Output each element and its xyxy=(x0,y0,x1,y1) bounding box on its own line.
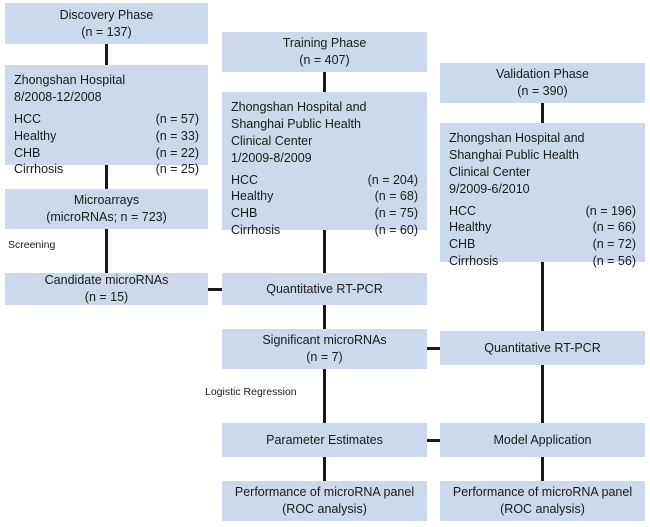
connector-significant-to-validation-rtpcr xyxy=(427,347,440,350)
validation-group-cirrhosis: Cirrhosis (n = 56) xyxy=(449,253,636,270)
connector-validation-phase-to-cohort xyxy=(541,103,544,123)
training-group-cirrhosis-label: Cirrhosis xyxy=(231,223,281,238)
node-training-performance: Performance of microRNA panel (ROC analy… xyxy=(222,481,427,521)
discovery-group-healthy: Healthy (n = 33) xyxy=(14,128,199,145)
validation-group-chb-label: CHB xyxy=(449,237,476,252)
candidate-micrornas-title: Candidate microRNAs xyxy=(44,273,169,288)
connector-validation-cohort-to-rtpcr xyxy=(541,262,544,331)
node-significant-micrornas: Significant microRNAs (n = 7) xyxy=(222,329,427,369)
discovery-site-line1: Zhongshan Hospital xyxy=(14,73,126,87)
node-validation-performance: Performance of microRNA panel (ROC analy… xyxy=(440,481,645,521)
discovery-group-healthy-count: (n = 33) xyxy=(155,128,199,143)
validation-group-healthy-label: Healthy xyxy=(449,220,492,235)
connector-training-rtpcr-to-significant xyxy=(323,305,326,329)
training-performance-subtitle: (ROC analysis) xyxy=(282,502,367,516)
discovery-group-chb-label: CHB xyxy=(14,145,41,160)
connector-parameter-estimates-to-performance xyxy=(323,457,326,481)
connector-validation-rtpcr-to-model-application xyxy=(541,365,544,423)
training-group-healthy: Healthy (n = 68) xyxy=(231,188,418,205)
microarrays-title: Microarrays xyxy=(73,193,140,208)
training-site-line2: Shanghai Public Health xyxy=(231,116,361,131)
validation-group-cirrhosis-count: (n = 56) xyxy=(592,254,636,269)
validation-group-cirrhosis-label: Cirrhosis xyxy=(449,254,499,269)
validation-group-hcc: HCC (n = 196) xyxy=(449,203,636,220)
training-group-chb: CHB (n = 75) xyxy=(231,205,418,222)
node-discovery-cohort: Zhongshan Hospital 8/2008-12/2008 HCC (n… xyxy=(5,65,208,176)
connector-training-cohort-to-rtpcr xyxy=(323,230,326,273)
discovery-group-chb-count: (n = 22) xyxy=(155,145,199,160)
validation-performance-subtitle: (ROC analysis) xyxy=(500,502,585,516)
training-group-hcc: HCC (n = 204) xyxy=(231,172,418,189)
validation-site-line3: Clinical Center xyxy=(449,164,531,179)
training-dates: 1/2009-8/2009 xyxy=(231,150,312,165)
connector-significant-to-parameter-estimates xyxy=(323,369,326,423)
discovery-phase-count: (n = 137) xyxy=(81,24,132,39)
node-parameter-estimates: Parameter Estimates xyxy=(222,423,427,457)
connector-microarrays-to-candidates xyxy=(105,229,108,273)
node-discovery-phase: Discovery Phase (n = 137) xyxy=(5,3,208,44)
training-group-hcc-count: (n = 204) xyxy=(367,172,418,187)
validation-dates: 9/2009-6/2010 xyxy=(449,181,530,196)
significant-micrornas-count: (n = 7) xyxy=(306,350,343,364)
discovery-group-hcc: HCC (n = 57) xyxy=(14,111,199,128)
discovery-group-cirrhosis-count: (n = 25) xyxy=(155,162,199,177)
node-model-application: Model Application xyxy=(440,423,645,457)
node-validation-cohort: Zhongshan Hospital and Shanghai Public H… xyxy=(440,123,645,268)
validation-rtpcr-title: Quantitative RT-PCR xyxy=(484,340,601,355)
discovery-group-cirrhosis: Cirrhosis (n = 25) xyxy=(14,161,199,178)
training-group-cirrhosis-count: (n = 60) xyxy=(374,223,418,238)
discovery-phase-title: Discovery Phase xyxy=(59,7,154,22)
node-microarrays: Microarrays (microRNAs; n = 723) xyxy=(5,189,208,229)
validation-site-line1: Zhongshan Hospital and xyxy=(449,131,585,145)
node-training-quantitative-rtpcr: Quantitative RT-PCR xyxy=(222,273,427,305)
validation-group-healthy-count: (n = 66) xyxy=(592,220,636,235)
training-rtpcr-title: Quantitative RT-PCR xyxy=(266,281,383,296)
discovery-group-cirrhosis-label: Cirrhosis xyxy=(14,162,64,177)
connector-candidates-to-training-rtpcr xyxy=(208,288,222,291)
node-candidate-micrornas: Candidate microRNAs (n = 15) xyxy=(5,273,208,305)
discovery-group-healthy-label: Healthy xyxy=(14,128,57,143)
step-label-screening: Screening xyxy=(8,239,56,251)
training-group-chb-count: (n = 75) xyxy=(374,206,418,221)
node-validation-phase: Validation Phase (n = 390) xyxy=(440,63,645,103)
connector-parameter-estimates-to-model-application xyxy=(427,439,440,442)
connector-discovery-phase-to-cohort xyxy=(105,44,108,65)
validation-group-chb: CHB (n = 72) xyxy=(449,236,636,253)
training-group-chb-label: CHB xyxy=(231,206,258,221)
connector-discovery-cohort-to-microarrays xyxy=(105,165,108,189)
parameter-estimates-title: Parameter Estimates xyxy=(266,432,383,447)
validation-group-hcc-label: HCC xyxy=(449,203,477,218)
discovery-group-hcc-count: (n = 57) xyxy=(155,111,199,126)
node-validation-quantitative-rtpcr: Quantitative RT-PCR xyxy=(440,331,645,365)
connector-training-phase-to-cohort xyxy=(323,72,326,92)
training-performance-title: Performance of microRNA panel xyxy=(234,485,415,500)
validation-group-chb-count: (n = 72) xyxy=(592,237,636,252)
validation-performance-title: Performance of microRNA panel xyxy=(452,485,633,500)
training-group-healthy-label: Healthy xyxy=(231,189,274,204)
discovery-group-chb: CHB (n = 22) xyxy=(14,145,199,162)
validation-site-line2: Shanghai Public Health xyxy=(449,147,579,162)
discovery-group-hcc-label: HCC xyxy=(14,111,42,126)
training-phase-count: (n = 407) xyxy=(299,53,350,67)
validation-group-healthy: Healthy (n = 66) xyxy=(449,219,636,236)
training-phase-title: Training Phase xyxy=(282,36,367,51)
training-group-healthy-count: (n = 68) xyxy=(374,189,418,204)
candidate-micrornas-count: (n = 15) xyxy=(84,290,129,304)
node-training-cohort: Zhongshan Hospital and Shanghai Public H… xyxy=(222,92,427,237)
training-group-cirrhosis: Cirrhosis (n = 60) xyxy=(231,222,418,239)
microarrays-count: (microRNAs; n = 723) xyxy=(46,210,167,224)
training-group-hcc-label: HCC xyxy=(231,172,259,187)
validation-phase-count: (n = 390) xyxy=(517,84,568,98)
training-site-line3: Clinical Center xyxy=(231,133,313,148)
discovery-dates: 8/2008-12/2008 xyxy=(14,89,102,104)
node-training-phase: Training Phase (n = 407) xyxy=(222,32,427,72)
connector-model-application-to-performance xyxy=(541,457,544,481)
step-label-logistic-regression: Logistic Regression xyxy=(205,386,297,398)
validation-phase-title: Validation Phase xyxy=(496,67,589,82)
model-application-title: Model Application xyxy=(493,432,592,447)
training-site-line1: Zhongshan Hospital and xyxy=(231,100,367,114)
validation-group-hcc-count: (n = 196) xyxy=(585,203,636,218)
significant-micrornas-title: Significant microRNAs xyxy=(262,333,387,348)
